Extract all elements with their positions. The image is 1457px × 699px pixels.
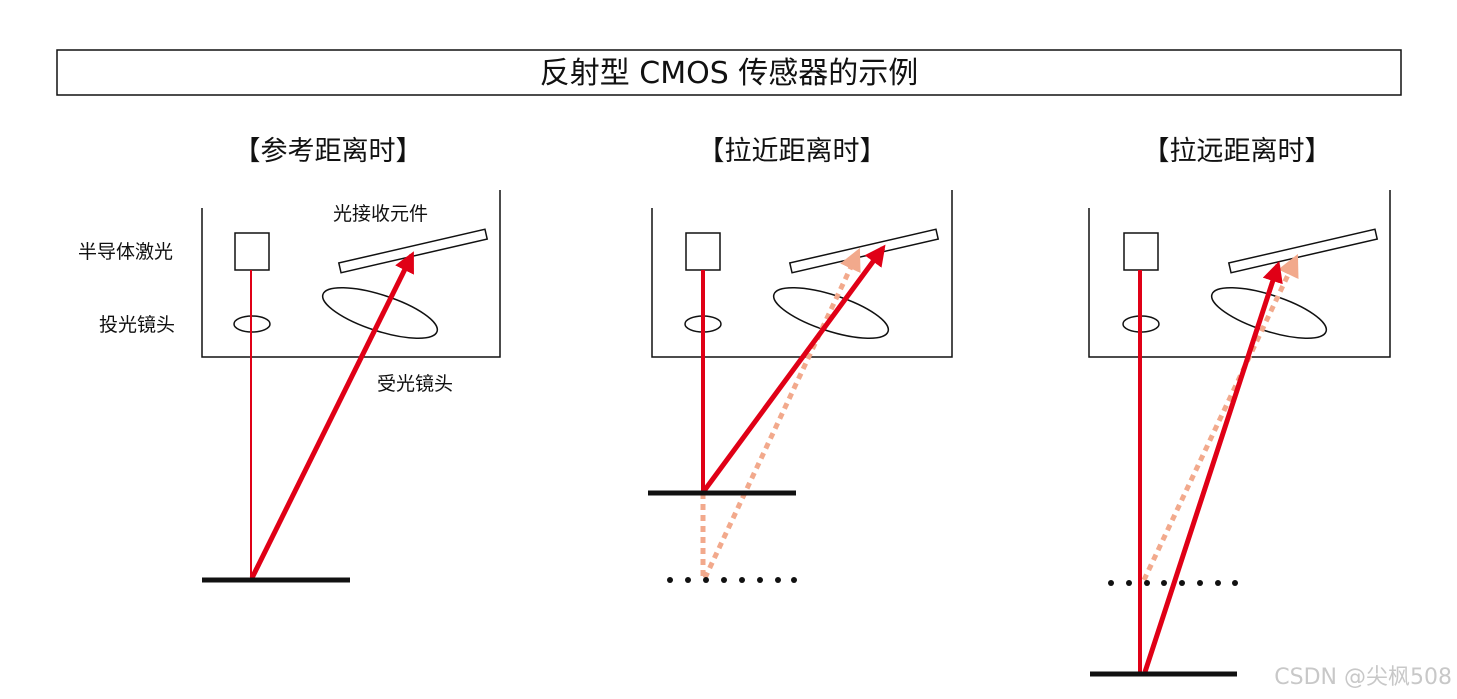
reference-reflected-beam xyxy=(702,247,861,580)
reflected-beam-arrow xyxy=(249,251,415,580)
laser-diode xyxy=(234,232,270,271)
label-receiver-element: 光接收元件 xyxy=(333,203,428,225)
panel-title-closer: 【拉近距离时】 xyxy=(698,136,887,167)
label-receiving-lens: 受光镜头 xyxy=(377,373,453,395)
laser-diode xyxy=(685,232,721,271)
receiver-element xyxy=(788,228,940,274)
sensor-housing xyxy=(201,190,501,358)
receiver-element xyxy=(337,228,489,274)
receiving-lens xyxy=(321,287,439,339)
panel-farther: 【拉远距离时】 xyxy=(1088,136,1391,677)
label-laser: 半导体激光 xyxy=(78,241,173,263)
sensor-housing xyxy=(1088,190,1391,358)
reference-reflected-beam xyxy=(1141,253,1299,582)
label-projection-lens: 投光镜头 xyxy=(99,314,175,336)
panel-closer: 【拉近距离时】 xyxy=(648,136,953,583)
panel-title-reference: 【参考距离时】 xyxy=(234,136,423,167)
title-box xyxy=(56,49,1402,96)
reflected-beam-arrow xyxy=(701,244,886,493)
reference-surface-dotted xyxy=(1108,580,1238,586)
diagram-title: 反射型 CMOS 传感器的示例 xyxy=(540,56,919,91)
laser-diode xyxy=(1123,232,1159,271)
reference-surface-dotted xyxy=(667,577,797,583)
panel-reference: 【参考距离时】 半导体激光 投光镜头 光接收元件 受光镜头 xyxy=(78,136,501,583)
reflected-beam-arrow xyxy=(1142,261,1283,673)
panel-title-farther: 【拉远距离时】 xyxy=(1143,136,1332,167)
watermark: CSDN @尖枫508 xyxy=(1274,665,1452,690)
receiving-lens xyxy=(772,287,890,339)
receiver-element xyxy=(1227,228,1379,274)
